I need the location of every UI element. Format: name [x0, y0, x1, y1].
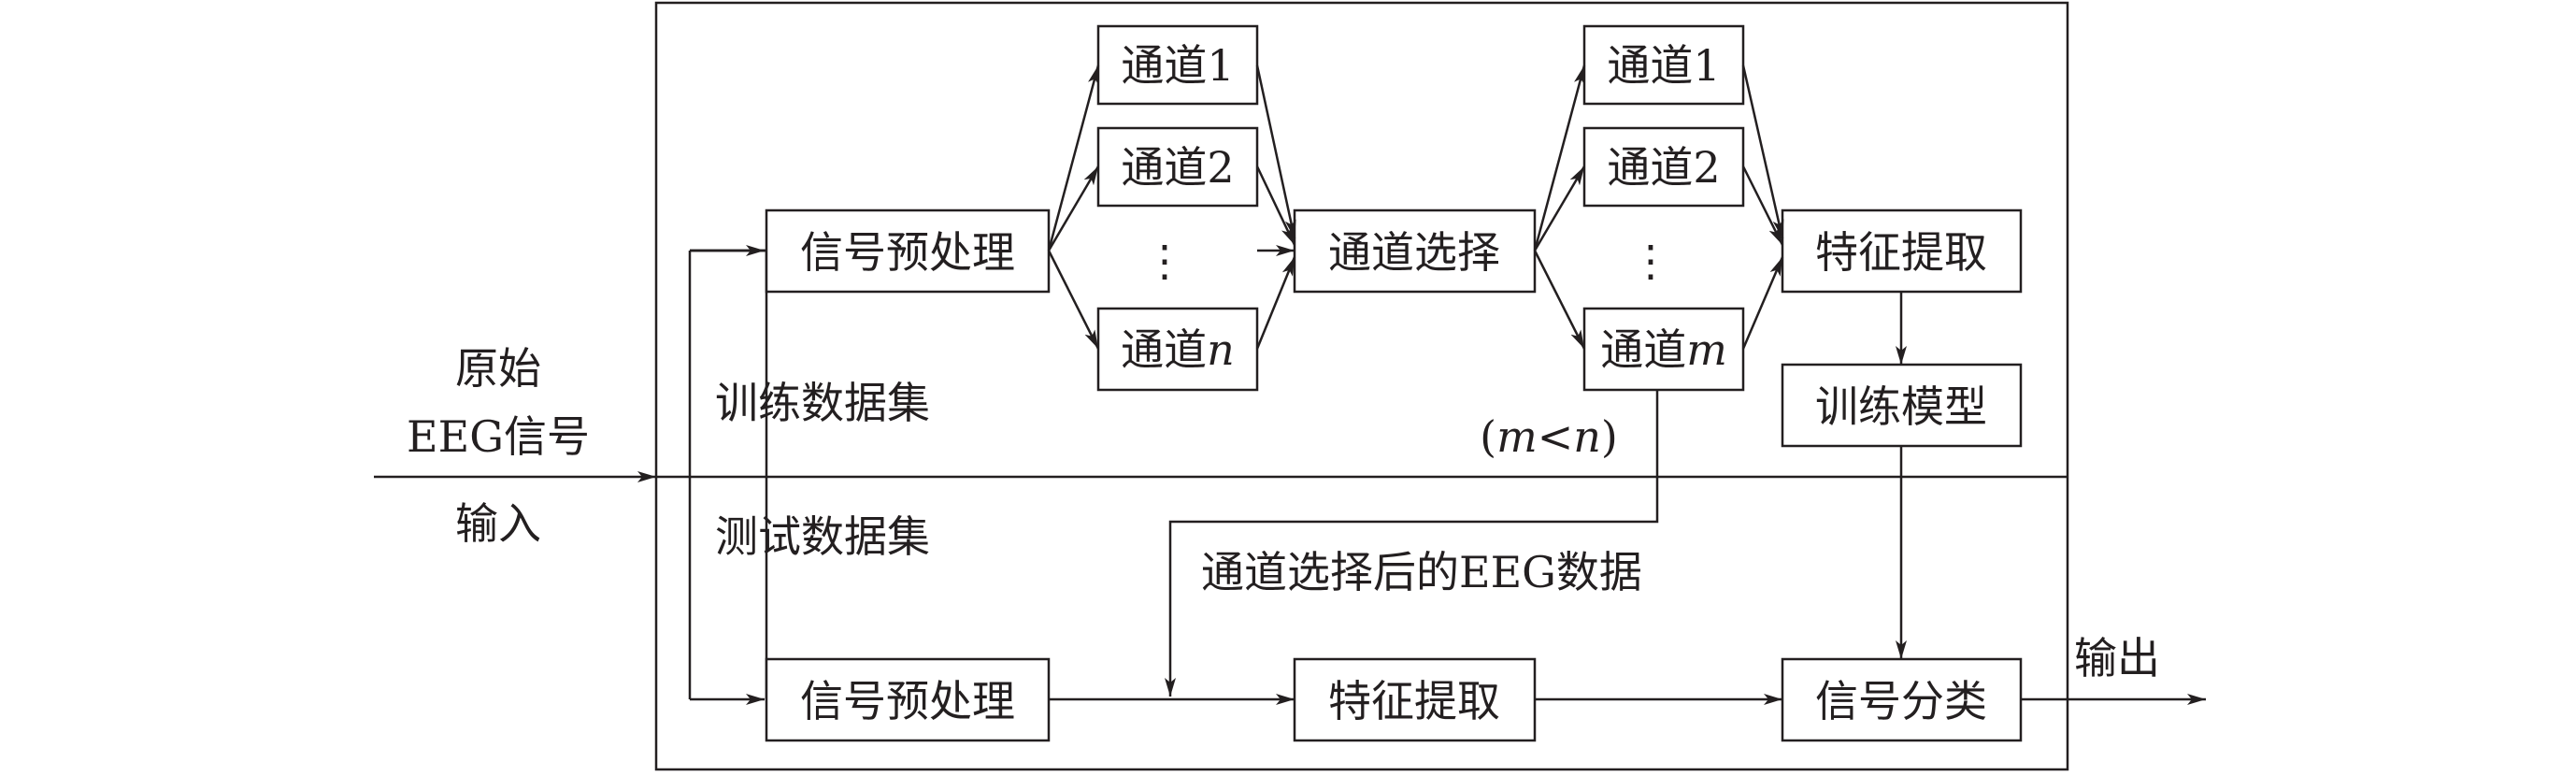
arrow-ch2-to-select	[1255, 165, 1296, 246]
channel-in-n-label: 通道n	[1121, 324, 1235, 375]
test-feature-box	[1293, 657, 1537, 742]
input-label-line2: EEG信号	[407, 411, 590, 462]
channel-select-label: 通道选择	[1328, 227, 1500, 278]
train-model-label: 训练模型	[1815, 381, 1987, 432]
channel-out-ellipsis: ⋮	[1629, 236, 1672, 286]
channel-in-1-label: 通道1	[1121, 40, 1234, 91]
input-label-line1: 原始	[455, 343, 541, 394]
channel-in-1-box	[1096, 24, 1259, 106]
channel-select-box	[1293, 208, 1537, 294]
channel-out-m-label: 通道m	[1600, 324, 1727, 375]
input-label-line3: 输入	[455, 498, 541, 549]
train-model-box	[1781, 363, 2023, 448]
channel-out-1-label: 通道1	[1607, 40, 1720, 91]
arrow-out1-to-feature	[1741, 65, 1784, 239]
arrow-pre-to-chn	[1047, 250, 1100, 350]
system-frame	[654, 1, 2069, 771]
channel-in-ellipsis: ⋮	[1143, 236, 1186, 286]
channel-out-m-box	[1582, 307, 1745, 392]
selected-data-label: 通道选择后的EEG数据	[1201, 547, 1642, 597]
arrow-out2-to-feature	[1741, 165, 1784, 246]
test-feature-label: 特征提取	[1328, 676, 1500, 726]
arrow-chn-to-select	[1255, 256, 1296, 350]
output-label: 输出	[2074, 633, 2160, 683]
channel-in-2-box	[1096, 126, 1259, 208]
test-section-label: 测试数据集	[715, 511, 930, 562]
train-preprocess-label: 信号预处理	[800, 227, 1015, 278]
channel-out-1-box	[1582, 24, 1745, 106]
channel-out-2-label: 通道2	[1607, 142, 1720, 193]
channel-in-n-box	[1096, 307, 1259, 392]
arrow-outm-to-feature	[1741, 256, 1784, 350]
train-feature-label: 特征提取	[1815, 227, 1987, 278]
train-feature-box	[1781, 208, 2023, 294]
arrow-select-to-outm	[1533, 250, 1586, 350]
arrow-ch1-to-select	[1255, 65, 1296, 239]
arrow-pre-to-ch1	[1047, 65, 1100, 251]
train-section-label: 训练数据集	[715, 378, 930, 428]
test-preprocess-box	[765, 657, 1051, 742]
classify-label: 信号分类	[1815, 676, 1987, 726]
channel-in-2-label: 通道2	[1121, 142, 1234, 193]
arrow-select-to-out2	[1533, 165, 1586, 251]
arrow-select-to-out1	[1533, 65, 1586, 251]
test-preprocess-label: 信号预处理	[800, 676, 1015, 726]
constraint-label: (m<n)	[1480, 411, 1618, 462]
arrow-pre-to-ch2	[1047, 165, 1100, 251]
selected-channel-feed-line	[1165, 390, 1659, 697]
